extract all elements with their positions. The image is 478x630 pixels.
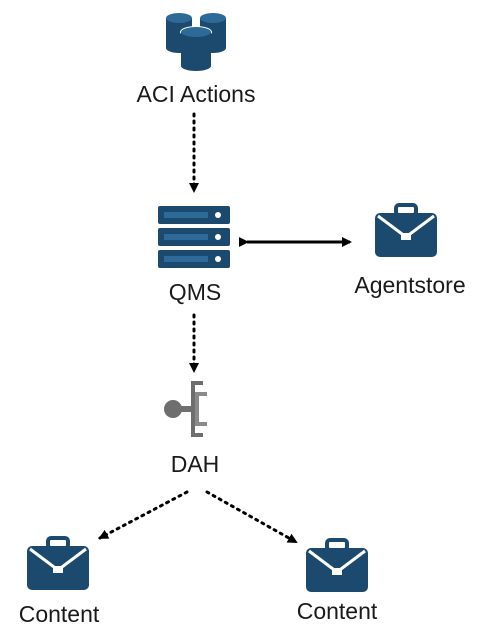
aci-actions-label: ACI Actions [136, 81, 256, 107]
qms-label: QMS [168, 279, 222, 305]
content-left-label: Content [18, 601, 100, 627]
content-right-label: Content [296, 598, 378, 624]
distributor-icon [164, 381, 207, 437]
briefcase-icon [27, 536, 89, 590]
briefcase-icon [375, 203, 437, 257]
database-cluster-icon [166, 13, 226, 71]
edge-dah-to-content-left [98, 490, 189, 540]
agentstore-label: Agentstore [354, 272, 466, 298]
server-rack-icon [158, 206, 230, 268]
edge-dah-to-content-right [205, 490, 298, 544]
dah-label: DAH [170, 451, 220, 477]
briefcase-icon [306, 538, 368, 592]
